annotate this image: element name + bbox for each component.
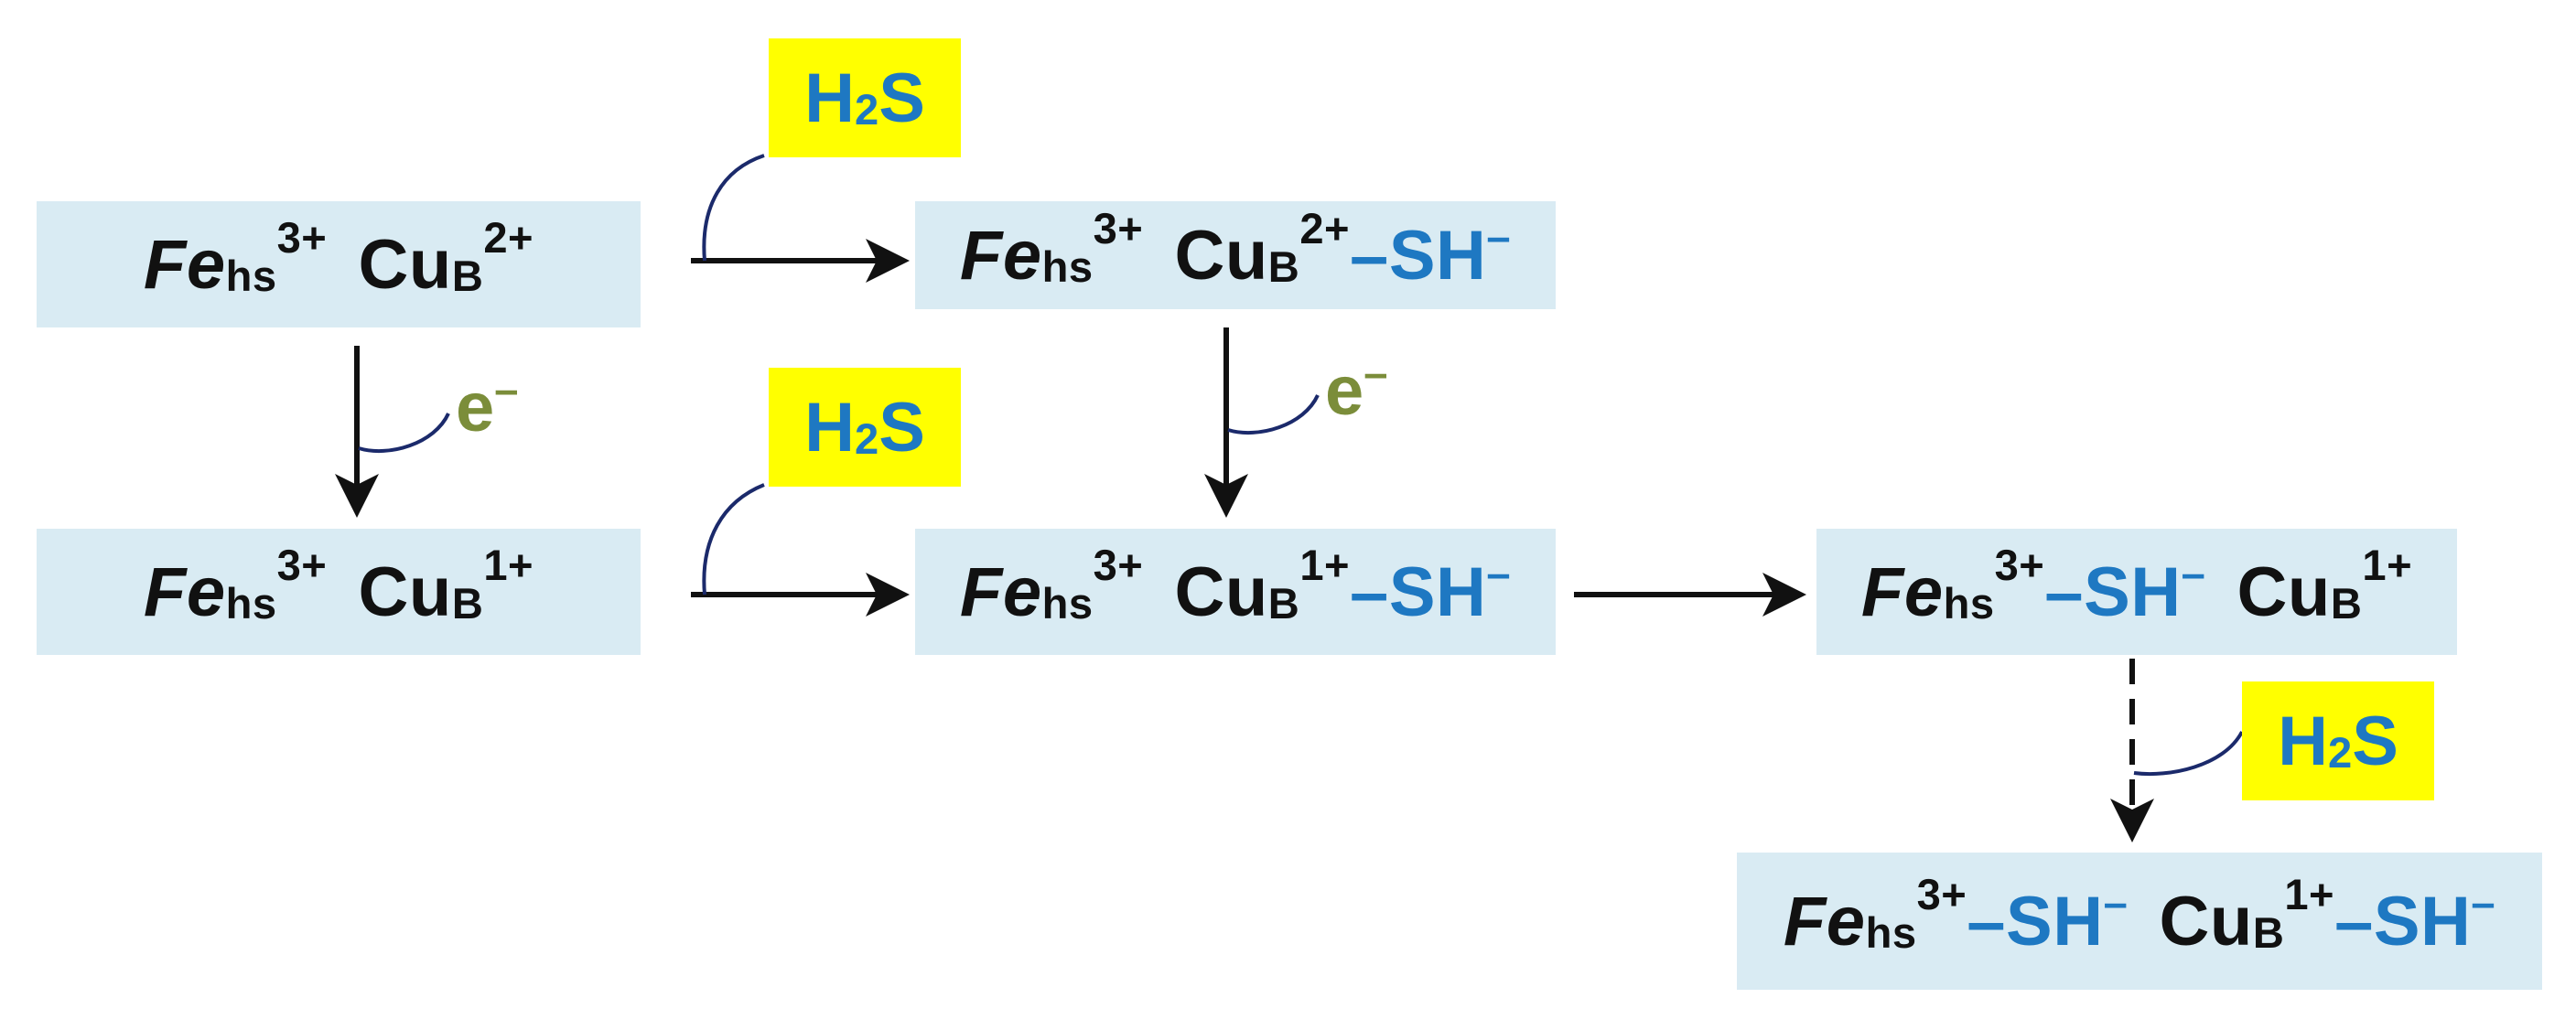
h2s-curve-3 (2133, 731, 2244, 777)
h2s-curve-1 (702, 154, 765, 262)
sh-ligand: –SH– (1350, 549, 1512, 631)
e-curve-2 (1227, 394, 1320, 435)
e-curve-1 (358, 413, 450, 453)
sh-ligand: –SH– (1967, 878, 2129, 960)
cu-symbol: Cu (2159, 882, 2253, 960)
electron-label-1: e– (456, 364, 519, 446)
fe-symbol: Fe (959, 216, 1042, 295)
fe-symbol: Fe (1860, 553, 1944, 631)
cu-symbol: Cu (358, 553, 452, 631)
fe-symbol: Fe (143, 553, 226, 631)
electron-label-2: e– (1325, 348, 1388, 430)
h2s-curve-2 (702, 483, 765, 595)
sh-ligand: –SH– (2334, 878, 2496, 960)
cu-symbol: Cu (1174, 553, 1268, 631)
fe-symbol: Fe (1783, 882, 1866, 960)
sh-ligand: –SH– (1350, 212, 1512, 295)
fe-symbol: Fe (143, 225, 226, 304)
cu-symbol: Cu (2236, 553, 2331, 631)
cu-symbol: Cu (1174, 216, 1268, 295)
fe-symbol: Fe (959, 553, 1042, 631)
sh-ligand: –SH– (2044, 549, 2206, 631)
cu-symbol: Cu (358, 225, 452, 304)
